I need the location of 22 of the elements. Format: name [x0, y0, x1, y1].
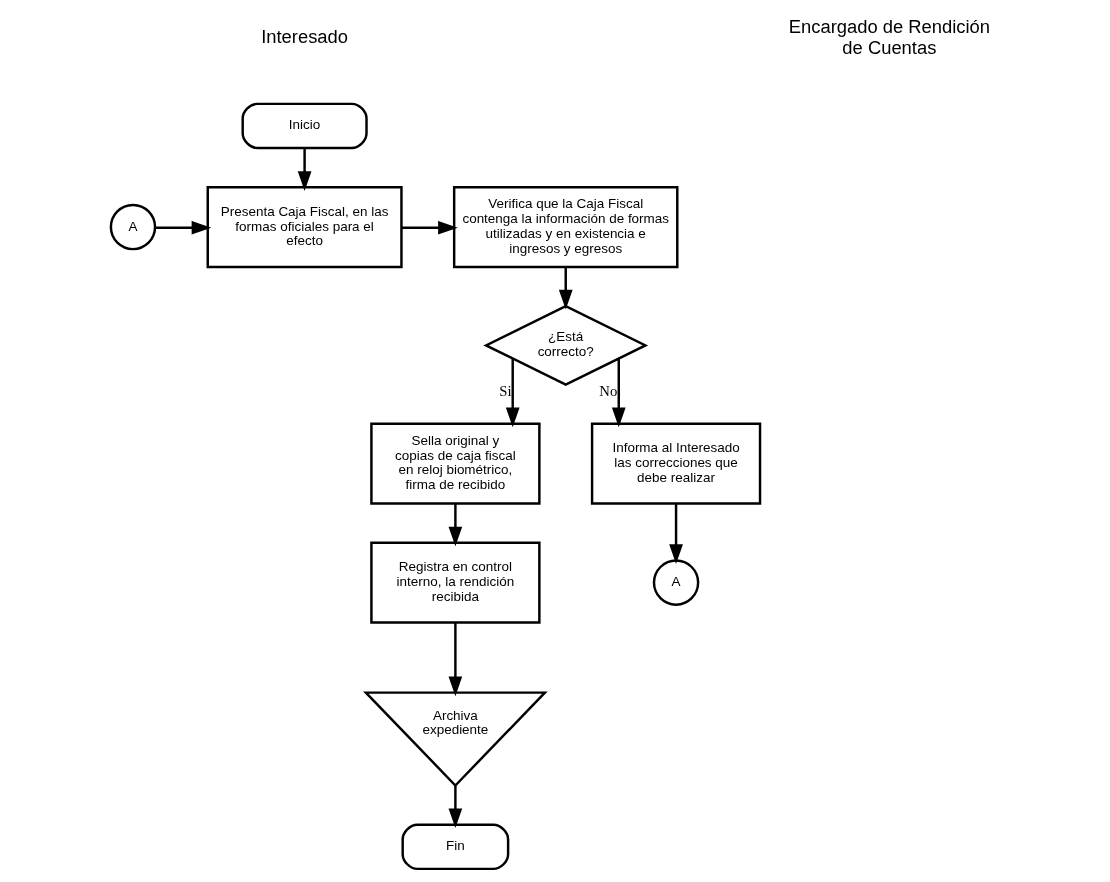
arrow [297, 148, 312, 191]
label: Interesado [261, 26, 349, 48]
node-box: Presenta Caja Fiscal, en las formas oficiales para el efecto [206, 186, 403, 269]
arrow [448, 503, 463, 547]
label: Encargado de Rendición de Cuentas [788, 15, 990, 58]
arrow [401, 220, 458, 235]
node-box: Inicio [241, 102, 368, 150]
arrow [558, 267, 573, 310]
arrow [669, 503, 683, 564]
node-diamond: ¿Está correcto? [483, 304, 649, 386]
node-box: Sella original y copias de caja fiscal en reloj biométrico, firma de recibido [370, 422, 541, 505]
arrow [448, 622, 463, 697]
arrow [611, 358, 626, 428]
arrow [448, 785, 463, 829]
arrow [505, 358, 520, 428]
node-box: Registra en control interno, la rendición recibida [370, 541, 541, 624]
arrow [155, 220, 212, 235]
node-box: Informa al Interesado las correcciones que debe realizar [590, 422, 762, 505]
node-circle: A [652, 559, 700, 606]
node-box: Verifica que la Caja Fiscal contenga la información de formas utilizadas y en existencia e ingresos y egresos [452, 186, 679, 269]
node-box: Fin [401, 823, 510, 871]
node-circle: A [109, 203, 157, 251]
